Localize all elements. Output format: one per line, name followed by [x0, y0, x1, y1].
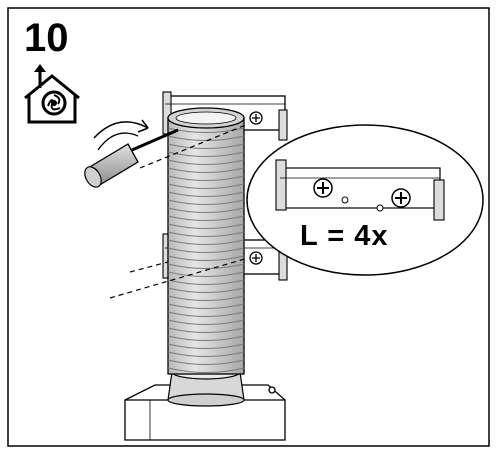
step-number: 10: [24, 16, 69, 60]
duct-rib: [167, 231, 245, 237]
duct-rib: [167, 191, 245, 197]
duct-rib: [167, 175, 245, 181]
duct-rib: [167, 159, 245, 165]
duct-rib: [167, 215, 245, 221]
screwdriver-icon: [84, 119, 179, 188]
duct-rib: [167, 263, 245, 269]
duct-rib: [167, 143, 245, 149]
duct-rib: [167, 311, 245, 317]
duct-rib: [167, 303, 245, 309]
duct-rib: [167, 247, 245, 253]
duct-rib: [167, 255, 245, 261]
duct-rib: [167, 271, 245, 277]
duct-rib: [167, 135, 245, 141]
duct-rib: [167, 367, 245, 373]
duct-rib: [167, 359, 245, 365]
bracket-detail-callout: [246, 124, 484, 276]
duct-rib: [167, 199, 245, 205]
hood-base: [124, 384, 286, 441]
duct-rib: [167, 295, 245, 301]
duct-rib: [167, 239, 245, 245]
duct-rib: [167, 127, 245, 133]
screw-length-label: L = 4x: [300, 220, 389, 252]
duct-rib: [167, 319, 245, 325]
duct-rib: [167, 183, 245, 189]
screw-icon: [313, 178, 333, 198]
duct-rib: [167, 287, 245, 293]
duct-rib: [167, 351, 245, 357]
alignment-lines: [109, 123, 249, 299]
duct-rib: [167, 335, 245, 341]
duct-rib: [167, 167, 245, 173]
duct-rib: [167, 279, 245, 285]
duct-rib: [167, 207, 245, 213]
house-extraction-icon: [24, 64, 80, 124]
duct-rib: [167, 327, 245, 333]
duct-rib: [167, 343, 245, 349]
duct-rib: [167, 223, 245, 229]
flexible-duct: [167, 107, 245, 375]
panel-border: [7, 7, 490, 447]
screw-icon: [391, 188, 411, 208]
